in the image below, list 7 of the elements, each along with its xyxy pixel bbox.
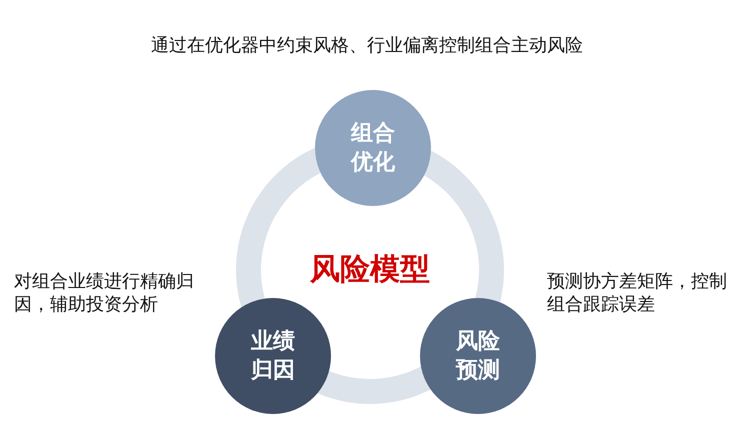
description-text: 预测协方差矩阵，控制组合跟踪误差 [547, 270, 728, 316]
description-text: 通过在优化器中约束风格、行业偏离控制组合主动风险 [150, 34, 584, 57]
circle-label: 组合优化 [349, 120, 396, 177]
description-text: 对组合业绩进行精确归因，辅助投资分析 [14, 270, 195, 316]
center-title: 风险模型 [310, 252, 430, 288]
circle-label: 风险预测 [454, 328, 501, 385]
circle-label: 业绩归因 [250, 328, 296, 385]
